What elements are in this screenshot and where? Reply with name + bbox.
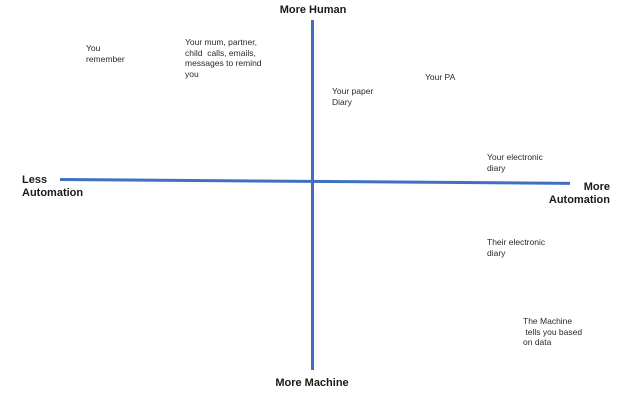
item-their-electronic-diary: Their electronic diary (487, 237, 546, 258)
item-your-electronic-diary: Your electronic diary (487, 152, 543, 173)
axis-label-bottom: More Machine (275, 377, 349, 389)
item-machine-data: The Machine tells you based on data (523, 316, 583, 347)
item-personal-assistant: Your PA (425, 72, 456, 82)
item-family-reminders: Your mum, partner, child calls, emails, … (185, 37, 262, 79)
item-you-remember: You remember (86, 43, 125, 64)
axis-label-left: Less Automation (22, 174, 84, 199)
vertical-axis-line (311, 20, 314, 370)
axis-label-top: More Human (279, 4, 347, 16)
axis-label-right: More Automation (548, 181, 610, 206)
item-paper-diary: Your paper Diary (332, 86, 374, 107)
horizontal-axis-line (59, 178, 570, 185)
